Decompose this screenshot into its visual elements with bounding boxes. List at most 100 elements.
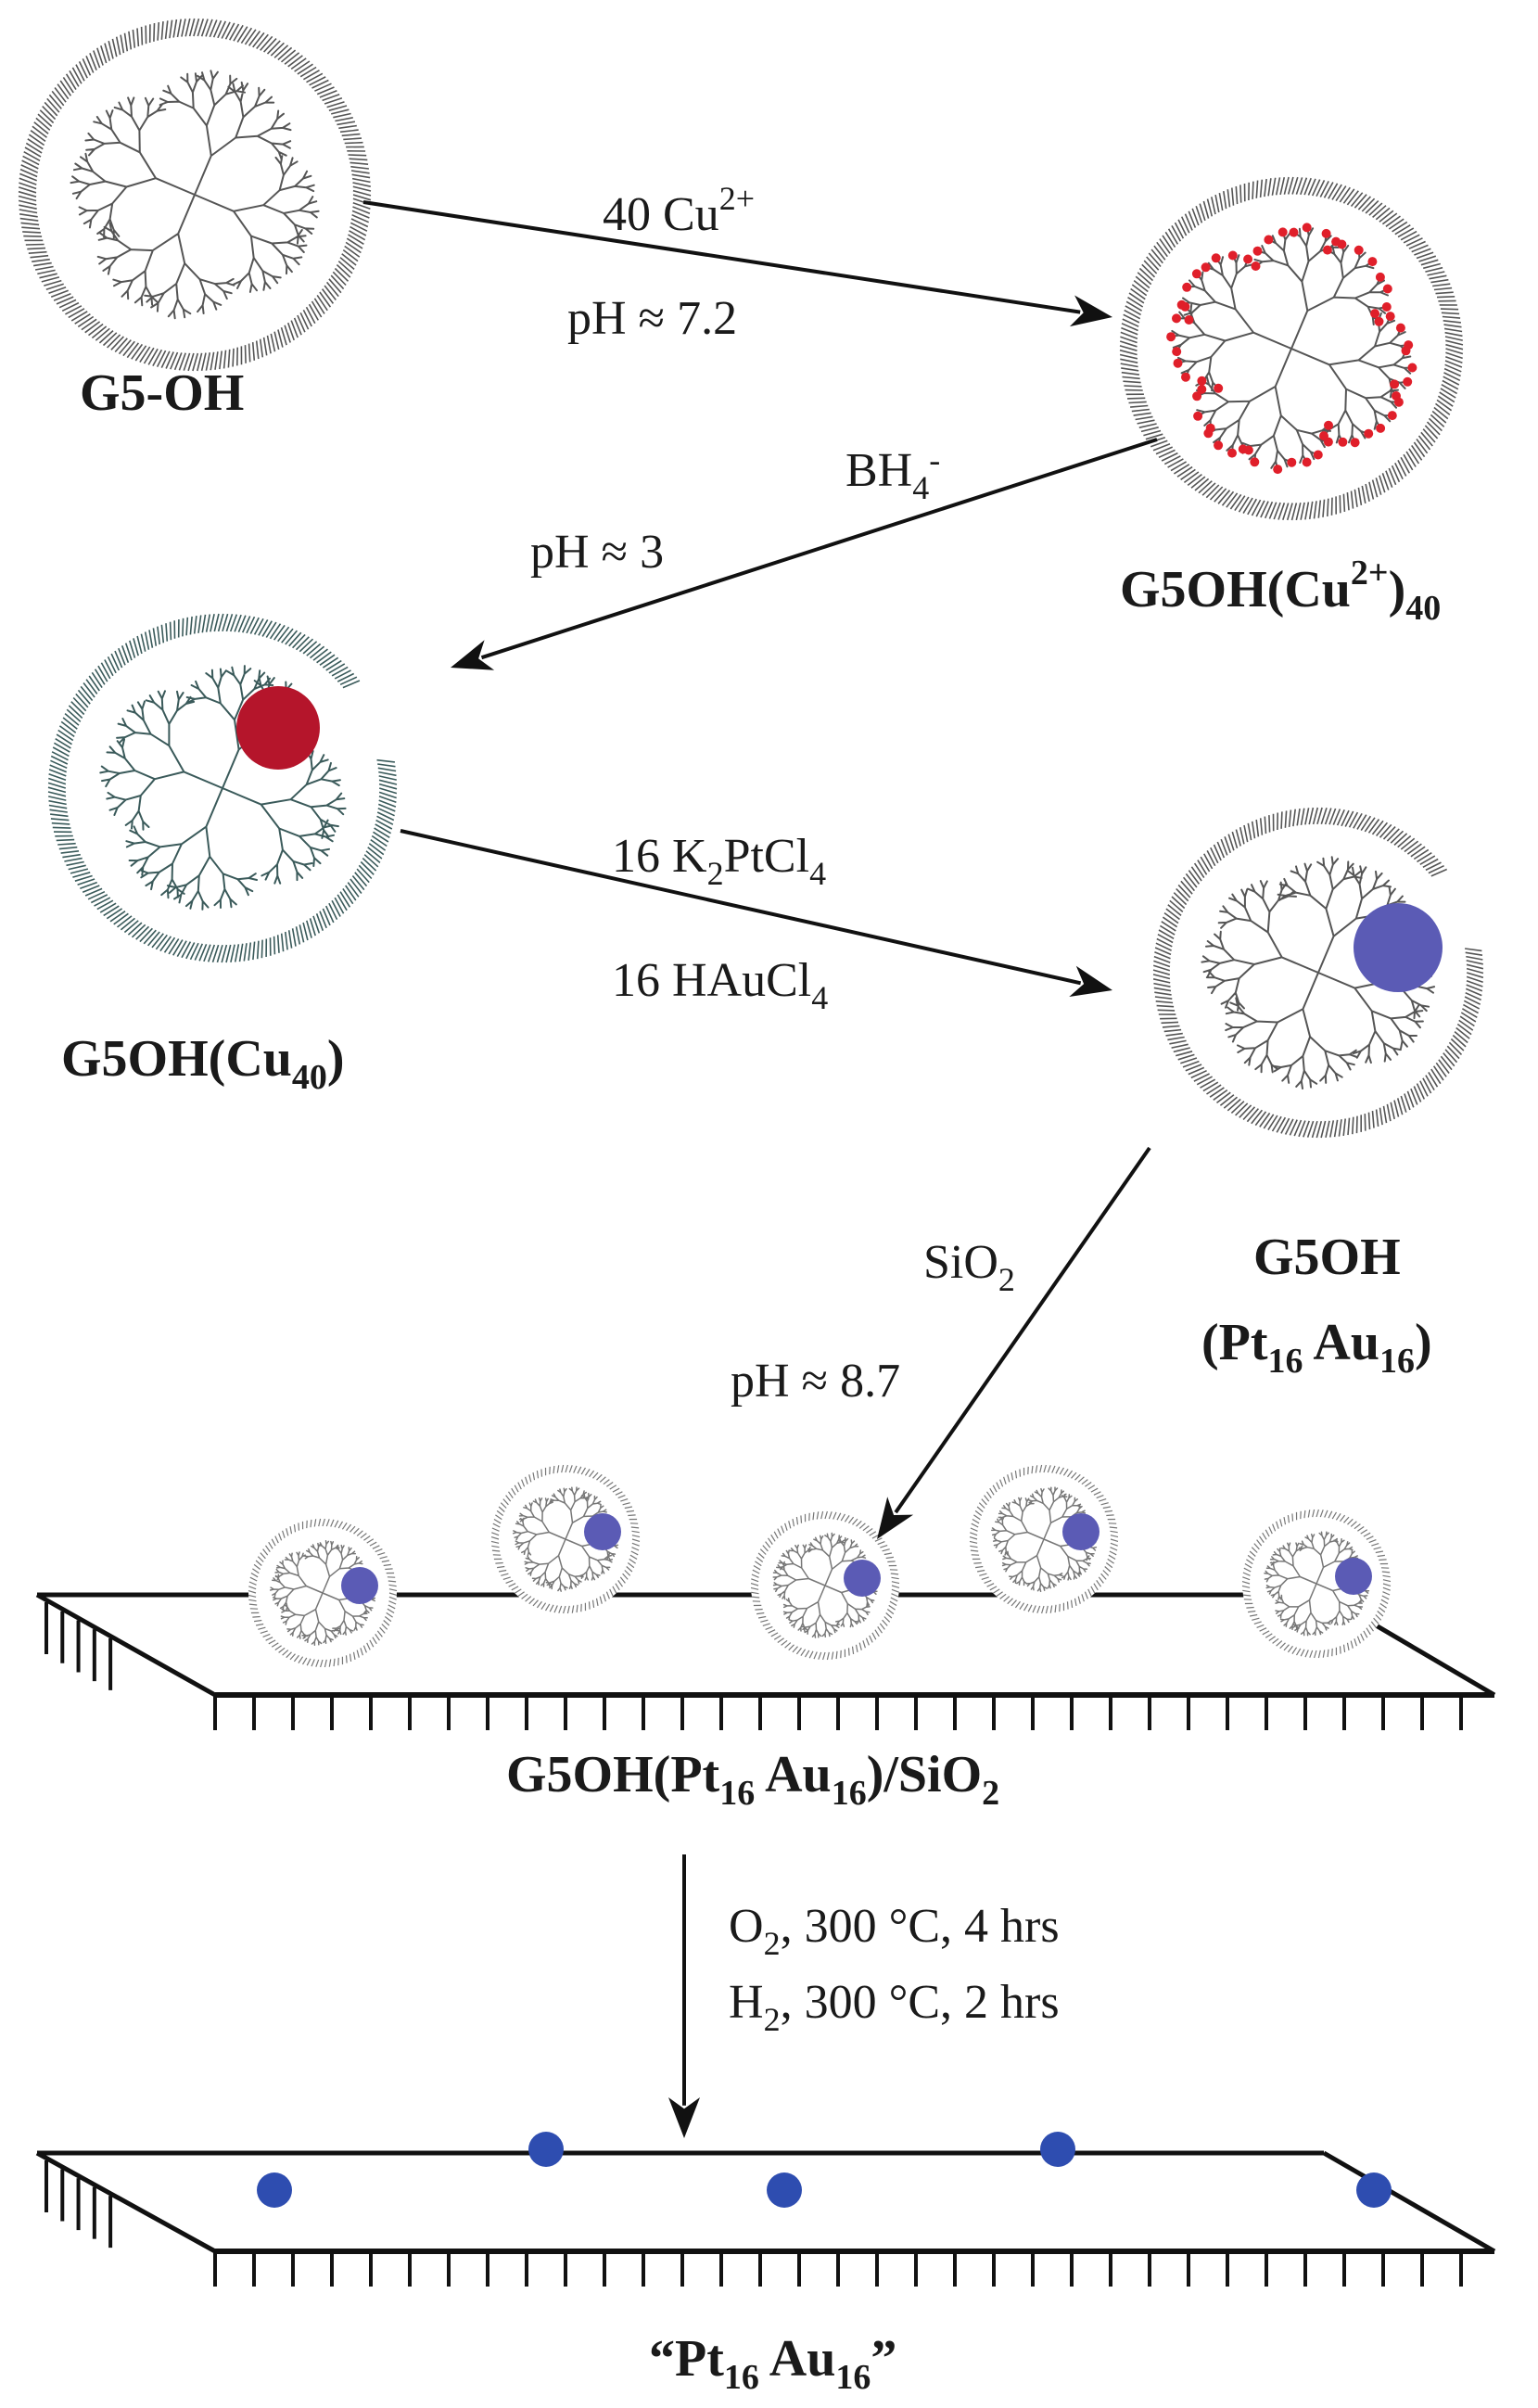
supported-dendrimer-branches (991, 1486, 1098, 1593)
cu2-ion (1321, 228, 1331, 238)
cu2-ion (1381, 302, 1392, 312)
cu2-ion (1302, 223, 1312, 233)
dendrimer-rim (969, 1464, 1119, 1614)
ptau-nanoparticle (1354, 903, 1443, 992)
cu2-ion (1193, 411, 1203, 421)
cu2-branches (1170, 226, 1414, 471)
ptau-dendrimer-graphic (1152, 807, 1484, 1139)
supported-dendrimer (969, 1464, 1119, 1614)
cu2-ion (1387, 411, 1397, 421)
cu2-ion (1176, 299, 1187, 310)
step1-reagent-bottom: pH ≈ 7.2 (567, 292, 737, 345)
cu2-ion (1250, 457, 1260, 467)
supported-dendrimer (1241, 1509, 1392, 1659)
cu2-ion (1181, 372, 1190, 382)
dendrimer-rim (248, 1518, 398, 1668)
cu2-ion (1273, 465, 1283, 475)
g5oh-dendrimer-graphic (18, 18, 372, 372)
arrow-thermal-treatment-head (668, 2097, 700, 2138)
cu2-ion (1227, 250, 1238, 261)
cu2-ion (1182, 282, 1192, 292)
arrow-reduction-head (451, 640, 495, 670)
g5oh-branches (70, 70, 320, 320)
reaction-arrows (362, 200, 1158, 2138)
cu2-loaded-dendrimer-graphic (1119, 176, 1464, 521)
arrow-silica-deposition-shaft (894, 1146, 1151, 1514)
step3-reagent-bottom: 16 HAuCl4 (612, 954, 828, 1016)
cu2-ion (1166, 332, 1176, 342)
support-left-edge (35, 1592, 217, 1698)
label-g5oh-cu40: G5OH(Cu40) (61, 1030, 345, 1097)
arrow-reduction-shaft (480, 438, 1158, 660)
cu2-ion (1277, 227, 1288, 237)
cu2-ion (1243, 254, 1253, 264)
supported-dendrimer (490, 1464, 641, 1614)
label-silica-supported: G5OH(Pt16 Au16)/SiO2 (506, 1746, 999, 1813)
cu2-ion (1251, 261, 1261, 271)
cu2-ion (1367, 257, 1378, 267)
cu2-ion (1385, 312, 1395, 322)
arrow-reduction (451, 438, 1158, 670)
cu2-ion (1395, 323, 1405, 333)
supported-dendrimer-branches (1264, 1531, 1370, 1637)
cu2-ion (1364, 428, 1374, 439)
supported-ptau-particle (1040, 2132, 1075, 2167)
step2-reagent-top: BH4- (845, 441, 940, 506)
arrow-silica-deposition-head (877, 1497, 914, 1539)
dendrimer-rim (750, 1510, 900, 1661)
dendrimer-rim (1241, 1509, 1392, 1659)
label-g5oh-ptau-line1: G5OH (1253, 1229, 1401, 1286)
step3-reagent-top: 16 K2PtCl4 (612, 830, 826, 892)
cu40-nanoparticle (236, 686, 320, 770)
cu2-ion (1191, 269, 1201, 279)
dendrimer-rim (1152, 807, 1484, 1139)
arrow-cu-loading-shaft (362, 200, 1081, 314)
supported-dendrimer-branches (772, 1532, 878, 1638)
cu2-ion (1205, 423, 1215, 433)
dendrimer-rim (18, 18, 372, 372)
cu2-ion (1264, 235, 1274, 245)
cu2-ion (1243, 445, 1253, 455)
support-right-edge (1322, 2150, 1496, 2254)
cu2-ion (1350, 438, 1360, 448)
cu2-ion (1302, 457, 1312, 467)
support-left-edge (35, 2150, 217, 2254)
cu2-ion (1322, 245, 1332, 255)
step4-reagent-bottom: pH ≈ 8.7 (731, 1355, 900, 1408)
cu2-ion (1252, 246, 1263, 256)
cu2-ion (1313, 450, 1323, 460)
cu2-ion (1227, 448, 1237, 458)
cu2-ion (1192, 391, 1202, 401)
cu2-ion (1184, 315, 1194, 325)
ptau-branches (1201, 856, 1436, 1089)
cu2-ion (1287, 457, 1297, 467)
cu2-ion (1401, 346, 1411, 356)
supported-ptau-particle (528, 2132, 564, 2167)
step5-reagent-line1: O2, 300 °C, 4 hrs (729, 1900, 1060, 1962)
cu2-ion (1324, 420, 1333, 430)
supported-dendrimer (750, 1510, 900, 1661)
cu2-ion (1214, 383, 1224, 393)
supported-ptau-particle (1356, 2172, 1392, 2208)
arrow-silica-deposition (877, 1146, 1151, 1539)
supported-nanoparticle (1335, 1558, 1372, 1595)
cu2-ion (1338, 437, 1348, 447)
cu2-ion (1376, 423, 1386, 433)
arrow-cu-loading-head (1069, 295, 1112, 327)
supported-ptau-particle (767, 2172, 802, 2208)
supported-ptau-particle (257, 2172, 292, 2208)
label-g5oh-ptau-line2: (Pt16 Au16) (1201, 1314, 1432, 1381)
silica-support-with-dendrimers (35, 1464, 1496, 1730)
step1-reagent-top: 40 Cu2+ (603, 180, 755, 241)
cu2-ion (1390, 379, 1400, 389)
cu2-ion (1172, 313, 1181, 324)
cu2-ion (1337, 239, 1347, 249)
dendrimer-rim (1119, 176, 1464, 521)
cu2-ion (1393, 397, 1404, 407)
step5-reagent-line2: H2, 300 °C, 2 hrs (729, 1976, 1060, 2038)
cu2-ion (1382, 284, 1392, 294)
label-g5oh: G5-OH (80, 364, 244, 422)
dendrimer-rim (490, 1464, 641, 1614)
supported-dendrimer (248, 1518, 398, 1668)
